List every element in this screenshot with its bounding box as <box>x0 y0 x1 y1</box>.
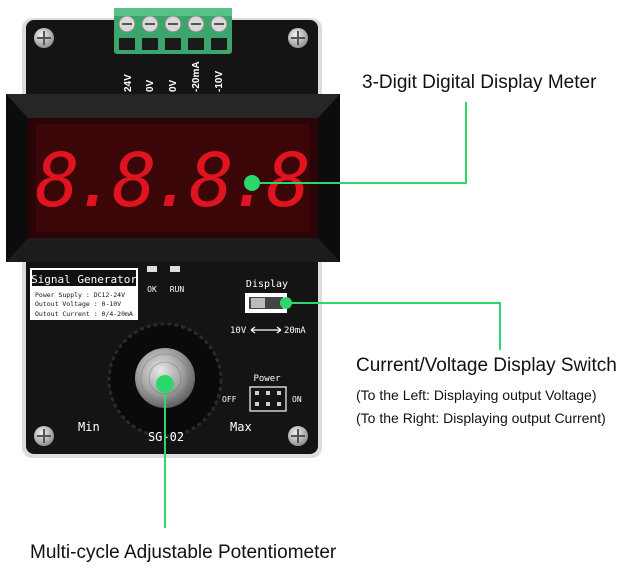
terminal-slot <box>142 38 158 50</box>
power-label: Power <box>253 374 281 384</box>
switch-left-label: 10V <box>230 326 247 336</box>
terminal-label: 0V <box>145 79 156 92</box>
spec-line: Outout Current : 0/4-20mA <box>35 310 133 318</box>
max-label: Max <box>230 420 252 434</box>
power-header[interactable]: Power OFF ON <box>222 374 302 412</box>
spec-line: Outout Voltage : 0-10V <box>35 300 121 308</box>
callout-display-meter: 3-Digit Digital Display Meter <box>362 72 597 93</box>
panel-title: Signal Generator <box>31 273 137 286</box>
display-meter: 8.8.8.8 <box>6 94 340 262</box>
info-label: Signal Generator Power Supply : DC12-24V… <box>30 268 138 320</box>
terminal-label: -20mA <box>191 61 202 92</box>
callout-switch-title: Current/Voltage Display Switch <box>356 355 617 376</box>
callout-switch-left: (To the Left: Displaying output Voltage) <box>356 387 597 403</box>
power-off-label: OFF <box>222 395 237 404</box>
led-ok-label: OK <box>147 285 157 294</box>
terminal-label: 0V <box>168 79 179 92</box>
terminal-slot <box>165 38 181 50</box>
display-digits: 8.8.8.8 <box>35 138 307 224</box>
status-leds: OK RUN <box>147 266 184 294</box>
callout-switch-right: (To the Right: Displaying output Current… <box>356 410 606 426</box>
corner-screws <box>34 28 308 446</box>
terminal-label: 24V <box>123 74 134 92</box>
led-run-label: RUN <box>170 285 185 294</box>
callout-potentiometer: Multi-cycle Adjustable Potentiometer <box>30 542 337 563</box>
terminal-label: -10V <box>214 71 225 92</box>
terminal-slot <box>119 38 135 50</box>
terminal-block <box>114 8 232 54</box>
min-label: Min <box>78 420 100 434</box>
callout-lines <box>164 102 501 528</box>
terminal-slot <box>188 38 204 50</box>
spec-line: Power Supply : DC12-24V <box>35 291 125 299</box>
display-switch[interactable]: Display 10V 20mA <box>230 279 306 336</box>
switch-right-label: 20mA <box>284 326 306 336</box>
terminal-slot <box>211 38 227 50</box>
callout-dots <box>156 175 292 393</box>
power-on-label: ON <box>292 395 302 404</box>
display-switch-label: Display <box>246 279 288 290</box>
